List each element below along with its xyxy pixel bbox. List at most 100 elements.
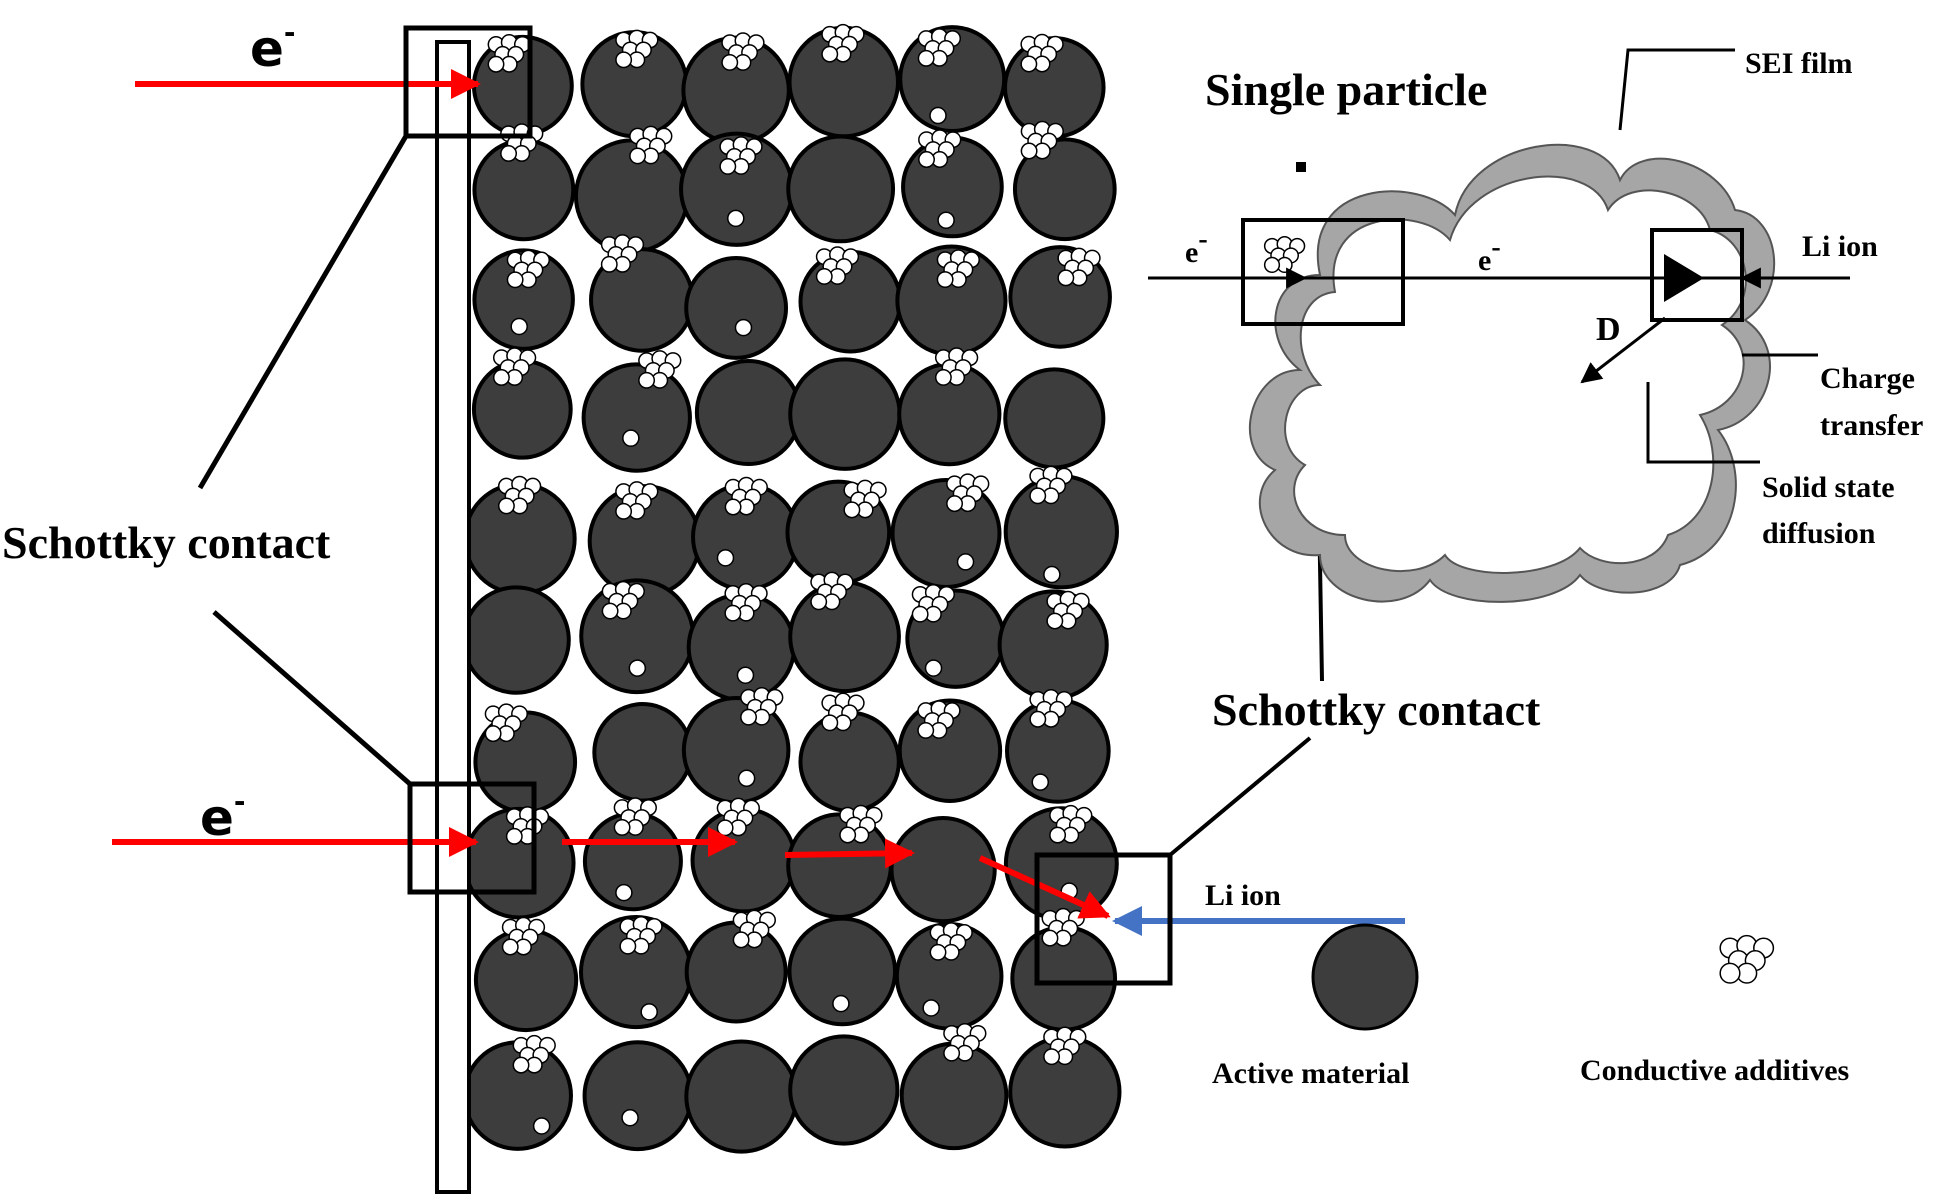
active-material-particle (581, 362, 692, 473)
li-ion-electrode-label: Li ion (1205, 879, 1281, 912)
solid-state-leader (1646, 382, 1760, 464)
active-material-particles (461, 23, 1122, 1154)
sei-film-label: SEI film (1745, 47, 1853, 80)
conductive-additive-dot (497, 497, 515, 515)
conductive-additive-dot (500, 145, 518, 162)
charge-transfer-box (1650, 228, 1744, 322)
electron-path-3 (978, 855, 1111, 919)
conductive-additive-dot (724, 498, 742, 516)
conductive-additive-dot (1043, 565, 1061, 584)
conductive-additive-dot (937, 211, 955, 229)
conductive-additive-dot (638, 371, 656, 389)
particle-electron-label-left: e- (1185, 224, 1208, 269)
conductive-additive-dot (727, 209, 745, 228)
conductive-additive-dot (1029, 487, 1047, 505)
conductive-additive-dot (943, 1044, 961, 1062)
conductive-additive-dot (839, 826, 857, 844)
schottky-label-right: Schottky contact (1212, 684, 1541, 735)
diffusion-arrow (1580, 316, 1666, 384)
conductive-additive-dot (487, 55, 505, 73)
conductive-additive-dot (1057, 269, 1075, 287)
active-material-particle (472, 248, 575, 351)
conductive-additive-dot (532, 1117, 551, 1135)
charge-transfer-label-1: Charge (1820, 362, 1915, 395)
conductive-additive-dot (506, 271, 524, 289)
leader-line-bottom (212, 610, 412, 786)
charge-transfer-label-2: transfer (1820, 409, 1923, 442)
conductive-additive-dot (924, 659, 943, 677)
dot-marker (1296, 162, 1306, 172)
conductive-additive-dot (501, 938, 519, 956)
conductive-additive-dot (1029, 710, 1047, 728)
active-material-particle (582, 1040, 694, 1152)
sei-leader (1618, 48, 1735, 131)
conductive-additive-dot (918, 151, 935, 168)
active-material-particle (788, 1034, 900, 1146)
li-ion-particle-label: Li ion (1802, 230, 1878, 263)
schottky-label-left: Schottky contact (2, 517, 331, 568)
conductive-additive-dot (600, 255, 618, 273)
conductive-additive-dot (740, 708, 757, 726)
conductive-additive-dot (821, 714, 839, 732)
conductive-additive-dot (917, 721, 935, 739)
particle-electron-label-mid: e- (1478, 232, 1501, 277)
active-material-particle (786, 134, 896, 244)
charge-transfer-arrow (1664, 254, 1704, 302)
active-material-particle (788, 357, 902, 471)
active-material-particle (786, 812, 893, 920)
particle-additive-cluster (1263, 236, 1306, 273)
electron-label-top: e- (250, 16, 296, 78)
conductive-additive-dot (601, 602, 619, 620)
conductive-additive-dot (724, 604, 742, 622)
conductive-additive-dot (622, 429, 640, 447)
conductive-additive-dot (934, 368, 952, 386)
conductive-additive-dot (1020, 142, 1038, 160)
conductive-additive-dot (929, 943, 947, 961)
active-material-particle (694, 359, 802, 467)
conductive-additive-dot (1031, 773, 1050, 791)
schottky-box-interface (1034, 852, 1173, 986)
conductive-additive-dot (629, 147, 647, 165)
conductive-additive-dot (721, 53, 739, 71)
conductive-additive-dot (810, 593, 828, 611)
conductive-additive-dot (917, 49, 935, 67)
conductive-additive-dot (843, 501, 861, 519)
solid-state-label-1: Solid state (1762, 471, 1895, 504)
conductive-additive-dot (1020, 55, 1038, 73)
conductive-additive-dot (640, 1003, 658, 1021)
leader-line-interface (1168, 736, 1312, 857)
active-material-particle (1012, 137, 1117, 242)
conductive-additive-dot (956, 553, 975, 571)
conductive-additive-dot (922, 999, 940, 1017)
conductive-additive-dot (929, 106, 947, 125)
conductive-additive-dot (492, 369, 510, 386)
conductive-additive-dot (613, 818, 631, 836)
conductive-additive-dot (615, 51, 633, 69)
solid-state-label-2: diffusion (1762, 517, 1876, 550)
active-material-particle (684, 1039, 799, 1154)
conductive-additive-dot (1046, 612, 1064, 630)
conductive-additive-dot (1041, 929, 1059, 947)
conductive-additive-dot (815, 267, 833, 285)
conductive-additive-dot (505, 827, 523, 845)
active-material-particle (889, 815, 997, 924)
conductive-additive-dot (821, 45, 839, 63)
active-material-particle (1003, 367, 1106, 470)
active-material-particle (592, 702, 693, 803)
active-material-particle (461, 585, 571, 695)
legend-conductive-additives-label: Conductive additives (1580, 1054, 1849, 1087)
conductive-additive-dot (1043, 1048, 1061, 1066)
conductive-additive-dot (615, 502, 633, 520)
conductive-additive-dot (615, 883, 633, 902)
legend-active-material-label: Active material (1212, 1057, 1409, 1090)
current-collector (435, 40, 471, 1194)
conductive-additive-dot (621, 1108, 639, 1127)
conductive-additive-dot (946, 495, 964, 513)
leader-line-top (197, 134, 409, 490)
conductive-additive-dot (832, 994, 850, 1013)
particle-schottky-box (1241, 218, 1405, 326)
schottky-box-top (403, 25, 533, 139)
conductive-additive-dot (484, 725, 502, 743)
conductive-additive-dot (510, 317, 528, 336)
